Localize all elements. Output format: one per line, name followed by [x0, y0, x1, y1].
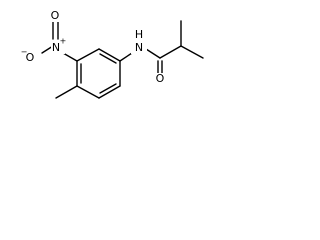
atom-label-hydrogen: H [135, 28, 143, 41]
atom-label-oxygen: O [26, 51, 35, 64]
isopropyl-methyl-bond [180, 45, 204, 59]
ring-to-nh-bond [119, 52, 133, 62]
nitro-bond [62, 52, 78, 62]
atom-label-nitrogen: N [52, 41, 60, 54]
carbonyl-to-ch-bond [159, 45, 182, 59]
atom-label-oxygen: O [51, 9, 60, 22]
atom-label-oxygen: O [156, 72, 165, 85]
chemical-structure: O N + O − N H O [21, 9, 204, 99]
nh-to-carbonyl-bond [145, 48, 161, 59]
ring-double-bond [99, 83, 117, 94]
ring-bond [76, 85, 100, 99]
atom-label-nitrogen: N [135, 41, 143, 54]
atom-charge-plus: + [60, 37, 67, 46]
methyl-bond [55, 85, 78, 99]
ring-bond [76, 48, 100, 62]
ring-bond [98, 48, 121, 62]
ring-bond [98, 85, 121, 99]
atom-charge-minus: − [21, 48, 28, 57]
ring-double-bond [99, 53, 117, 64]
